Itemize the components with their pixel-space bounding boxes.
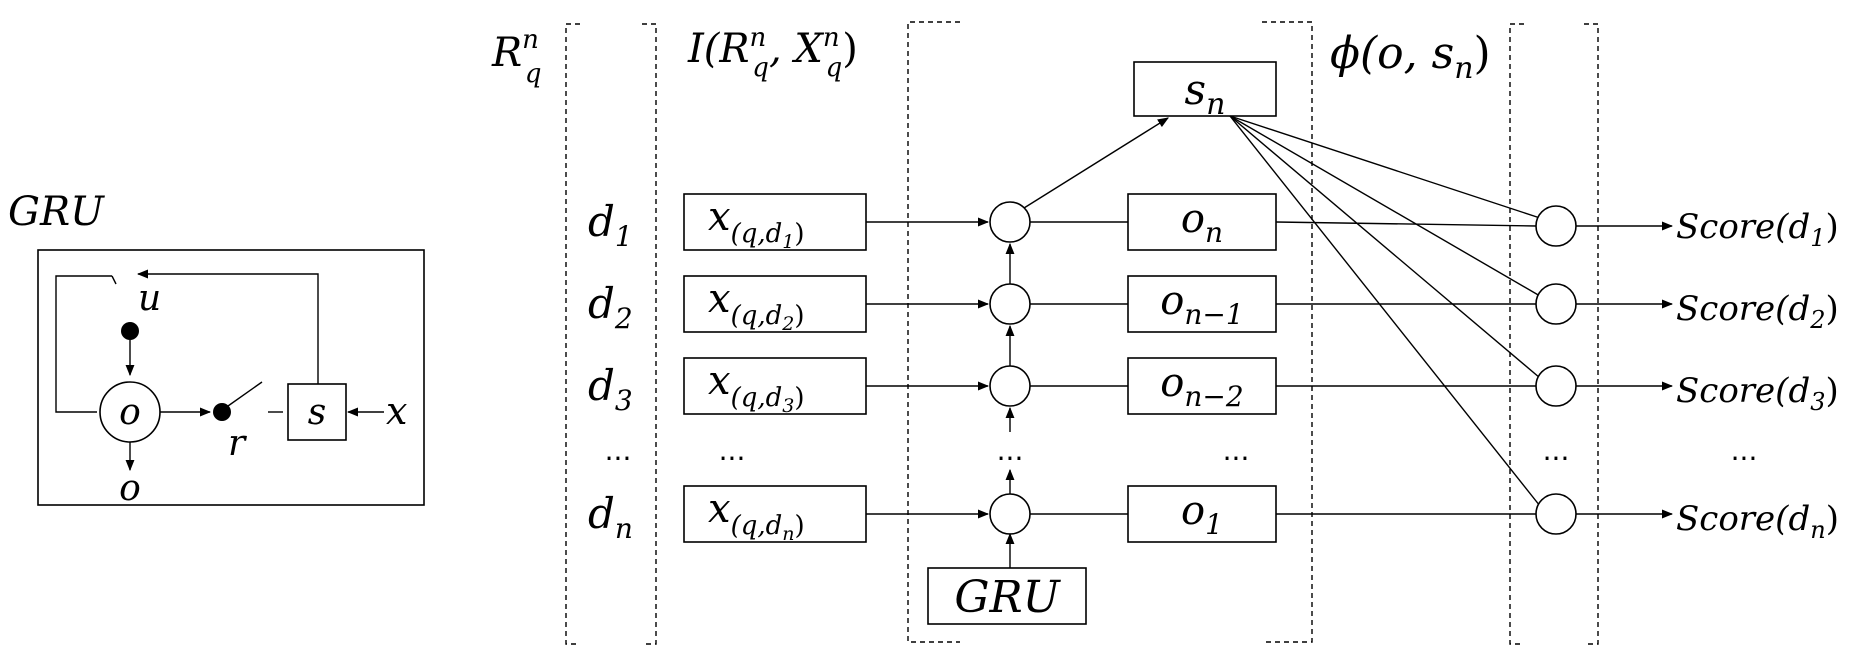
document-row: d2 x(q,d2) on−1 Score(d2) xyxy=(588,115,1839,335)
feature-label: x(q,dn) xyxy=(708,486,805,545)
gru-input-box xyxy=(287,383,347,441)
output-box xyxy=(1127,357,1277,415)
gru-loop-left xyxy=(55,275,112,413)
gru-output-label: o xyxy=(119,468,141,509)
gru-input-label: x xyxy=(386,389,407,433)
ellipsis-docs: ... xyxy=(605,434,632,467)
output-to-score-line xyxy=(1275,221,1537,227)
ellipsis-row: ... ... ... ... ... ... xyxy=(605,434,1758,467)
gru-switch-r xyxy=(227,381,263,407)
feature-label: x(q,d2) xyxy=(708,276,805,335)
gru-box xyxy=(927,567,1087,625)
ellipsis-features: ... xyxy=(719,434,746,467)
ellipsis-nodes: ... xyxy=(997,434,1024,467)
column-frames xyxy=(565,21,1599,645)
score-label: Score(d1) xyxy=(1676,207,1839,252)
summary-to-score-line xyxy=(1229,115,1541,297)
doc-label: d1 xyxy=(588,197,633,253)
feature-label: x(q,d3) xyxy=(708,358,805,417)
feature-label: x(q,d1) xyxy=(708,194,805,253)
summary-to-score-line xyxy=(1229,115,1541,219)
score-node xyxy=(1535,493,1577,535)
document-row: d3 x(q,d3) on−2 Score(d3) xyxy=(588,115,1839,417)
frame-relevance-right xyxy=(642,23,657,645)
scoring-header: ϕ(o, sn) xyxy=(1330,28,1491,86)
gru-node xyxy=(989,365,1031,407)
summary-box-label: sn xyxy=(1185,65,1226,122)
recurrent-arrows xyxy=(1005,117,1169,494)
score-label: Score(d2) xyxy=(1676,289,1839,334)
summary-node: sn xyxy=(1133,61,1277,122)
doc-label: dn xyxy=(588,489,633,545)
doc-label: d3 xyxy=(588,361,633,417)
frame-model-right xyxy=(1262,21,1313,643)
output-box xyxy=(1127,193,1277,251)
ellipsis-scores: ... xyxy=(1731,434,1758,467)
update-gate-dot xyxy=(121,322,139,340)
doc-label: d2 xyxy=(588,279,633,335)
ellipsis-score-nodes: ... xyxy=(1543,434,1570,467)
output-box xyxy=(1127,275,1277,333)
gru-input-node: GRU xyxy=(927,532,1087,625)
score-node xyxy=(1535,283,1577,325)
score-label: Score(dn) xyxy=(1676,499,1839,544)
summary-to-score-line xyxy=(1229,115,1541,379)
output-label: on−1 xyxy=(1160,278,1243,331)
gru-box-label: GRU xyxy=(954,572,1061,623)
frame-model-left xyxy=(907,21,960,643)
gru-state-label: o xyxy=(119,392,141,433)
feature-box xyxy=(683,193,867,251)
output-label: on xyxy=(1181,196,1223,249)
output-label: o1 xyxy=(1181,488,1223,541)
frame-relevance-left xyxy=(565,23,580,645)
gru-switch-u xyxy=(111,275,117,285)
gru-cell-diagram: GRU u o o r s x xyxy=(8,189,425,509)
score-label: Score(d3) xyxy=(1676,371,1839,416)
feature-box xyxy=(683,275,867,333)
frame-score-left xyxy=(1509,23,1524,645)
gru-cell-title: GRU xyxy=(8,189,105,235)
update-gate-label: u xyxy=(138,278,161,319)
document-row: d1 x(q,d1) on Score(d1) xyxy=(588,115,1839,253)
summary-to-score-line xyxy=(1229,115,1541,507)
node-to-summary-arrow xyxy=(1023,117,1169,209)
reset-gate-dot xyxy=(213,403,231,421)
gru-loop-top xyxy=(136,269,319,410)
output-box xyxy=(1127,485,1277,543)
score-node xyxy=(1535,205,1577,247)
gru-input-box-label: s xyxy=(308,392,326,433)
score-node xyxy=(1535,365,1577,407)
gru-node xyxy=(989,493,1031,535)
output-label: on−2 xyxy=(1160,360,1243,413)
summary-box xyxy=(1133,61,1277,117)
ellipsis-outputs: ... xyxy=(1223,434,1250,467)
document-row: dn x(q,dn) o1 Score(dn) xyxy=(588,115,1839,545)
gru-cell-frame xyxy=(37,249,425,506)
reset-gate-label: r xyxy=(228,423,247,464)
frame-score-right xyxy=(1584,23,1599,645)
gru-node xyxy=(989,283,1031,325)
